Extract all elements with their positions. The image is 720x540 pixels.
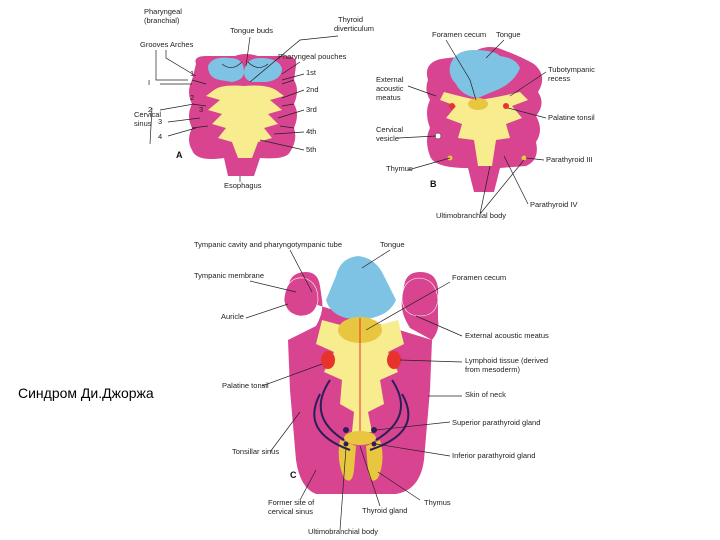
panel-c-tongue [326,256,396,320]
panel-c-thymus-label: Thymus [424,498,451,507]
panel-c-migration-arrows [313,379,410,451]
panel-c-palatine-tonsil-label: Palatine tonsil [222,381,269,390]
pouch-3rd: 3rd [306,105,317,114]
pouch-2nd: 2nd [306,85,319,94]
panel-a-pharynx [206,85,284,158]
panel-b-parathyroid-iv-label: Parathyroid IV [530,200,578,209]
panel-c-superior-parathyroid-label: Superior parathyroid gland [452,418,540,427]
panel-b-tongue-label: Tongue [496,30,521,39]
panel-a-pharyngeal-title: Pharyngeal(branchial) [144,7,182,25]
panel-a-tongue-buds-label: Tongue buds [230,26,273,35]
panel-c-tympanic-cavity-label: Tympanic cavity and pharyngotympanic tub… [194,240,342,249]
panel-c-inferior-parathyroid-label: Inferior parathyroid gland [452,451,535,460]
panel-b-pharynx [440,92,528,166]
panel-c-tonsillar-sinus-label: Tonsillar sinus [232,447,279,456]
groove-number-3: 3 [158,117,162,126]
pouch-1st: 1st [306,68,317,77]
panel-b-tongue [449,50,520,98]
panel-a-letter: A [176,150,183,160]
panel-c-ears [283,277,439,317]
panel-a: A Pharyngeal(branchial) Grooves Arches T… [134,7,374,190]
groove-number-2: 2 [148,105,152,114]
panel-b-foramen-cecum-label: Foramen cecum [432,30,486,39]
arch-number-3: 3 [199,105,203,114]
panel-c-auricle-label: Auricle [221,312,244,321]
slide-caption: Синдром Ди.Джоржа [18,385,154,401]
arch-number-2: 2 [190,93,194,102]
panel-c-thyroid-gland-label: Thyroid gland [362,506,407,515]
groove-number-1: I [148,78,150,87]
panel-c-right-tonsil [387,351,401,369]
panel-b-letter: B [430,179,437,189]
panel-a-pouches-label: Pharyngeal pouches [278,52,347,61]
panel-c-external-meatus-label: External acoustic meatus [465,331,549,340]
panel-c-left-tonsil [321,351,335,369]
groove-number-4: 4 [158,132,162,141]
panel-c-skin-neck-label: Skin of neck [465,390,506,399]
pouch-5th: 5th [306,145,316,154]
panel-a-arches-label: Arches [170,40,194,49]
pouch-4th: 4th [306,127,316,136]
panel-c-tympanic-membrane-label: Tympanic membrane [194,271,264,280]
panel-c-foramen-cecum-label: Foramen cecum [452,273,506,282]
panel-a-tongue-buds [208,57,282,82]
panel-c-tongue-label: Tongue [380,240,405,249]
panel-a-grooves-label: Grooves [140,40,169,49]
panel-c: C Tympanic cavity and pharyngotympanic t… [194,240,549,536]
panel-b-palatine-tonsil-label: Palatine tonsil [548,113,595,122]
panel-a-esophagus-label: Esophagus [224,181,262,190]
panel-c-letter: C [290,470,297,480]
panel-c-ultimobranchial-label: Ultimobranchial body [308,527,378,536]
panel-b-ultimobranchial-label: Ultimobranchial body [436,211,506,220]
panel-b-thymus-label: Thymus [386,164,413,173]
panel-b-parathyroid-iii-label: Parathyroid III [546,155,593,164]
